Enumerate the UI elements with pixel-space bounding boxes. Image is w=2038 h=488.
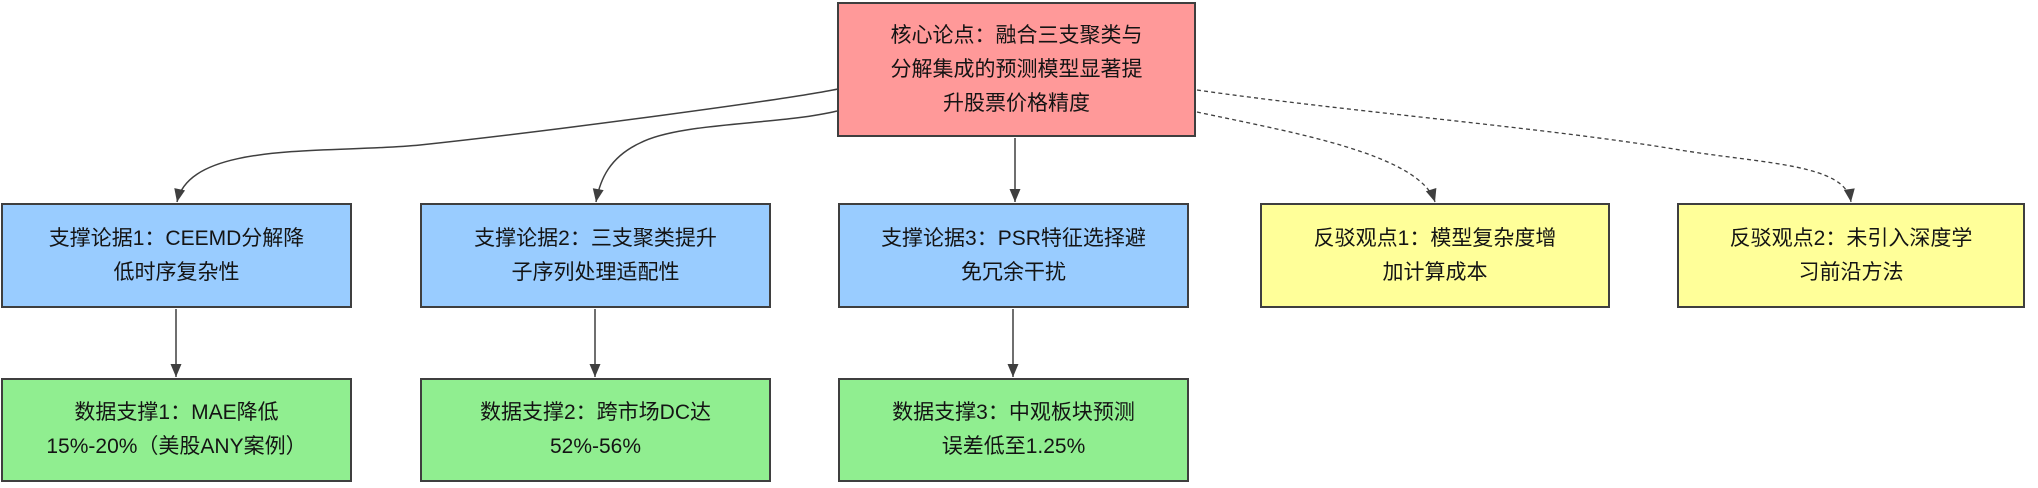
- node-core-claim-line3: 升股票价格精度: [943, 91, 1090, 115]
- node-support-2-line1: 支撑论据2：三支聚类提升: [474, 226, 717, 250]
- node-counter-2-line1: 反驳观点2：未引入深度学: [1729, 226, 1973, 250]
- node-data-2-line2: 52%-56%: [549, 435, 642, 458]
- edge-core-counter1: [1196, 111, 1437, 203]
- node-core-claim-line2: 分解集成的预测模型显著提: [890, 57, 1143, 81]
- node-core-claim: 核心论点：融合三支聚类与 分解集成的预测模型显著提 升股票价格精度: [837, 2, 1196, 137]
- node-data-1: 数据支撑1：MAE降低 15%-20%（美股ANY案例）: [1, 378, 352, 482]
- node-core-claim-line1: 核心论点：融合三支聚类与: [890, 23, 1143, 47]
- node-support-3-line1: 支撑论据3：PSR特征选择避: [881, 226, 1146, 250]
- edge-core-counter2: [1196, 89, 1855, 203]
- node-support-1-line2: 低时序复杂性: [113, 260, 240, 284]
- node-support-3-line2: 免冗余干扰: [961, 260, 1066, 284]
- node-data-1-line1: 数据支撑1：MAE降低: [74, 401, 279, 424]
- node-counter-1-line2: 加计算成本: [1382, 260, 1488, 284]
- node-support-2-line2: 子序列处理适配性: [511, 260, 680, 284]
- node-data-3-line1: 数据支撑3：中观板块预测: [892, 401, 1135, 424]
- edge-core-support1: [174, 88, 839, 203]
- node-support-1-line1: 支撑论据1：CEEMD分解降: [48, 226, 305, 250]
- node-counter-1: 反驳观点1：模型复杂度增 加计算成本: [1260, 203, 1610, 308]
- node-support-3: 支撑论据3：PSR特征选择避 免冗余干扰: [838, 203, 1189, 308]
- node-support-2: 支撑论据2：三支聚类提升 子序列处理适配性: [420, 203, 771, 308]
- node-counter-2-line2: 习前沿方法: [1798, 260, 1904, 284]
- node-data-2-line1: 数据支撑2：跨市场DC达: [479, 401, 711, 424]
- node-data-3: 数据支撑3：中观板块预测 误差低至1.25%: [838, 378, 1189, 482]
- node-counter-2: 反驳观点2：未引入深度学 习前沿方法: [1677, 203, 2025, 308]
- node-data-3-line2: 误差低至1.25%: [941, 435, 1086, 458]
- node-data-1-line2: 15%-20%（美股ANY案例）: [46, 435, 307, 458]
- edge-core-support2: [592, 110, 838, 203]
- node-counter-1-line1: 反驳观点1：模型复杂度增: [1313, 226, 1557, 250]
- node-support-1: 支撑论据1：CEEMD分解降 低时序复杂性: [1, 203, 352, 308]
- node-data-2: 数据支撑2：跨市场DC达 52%-56%: [420, 378, 771, 482]
